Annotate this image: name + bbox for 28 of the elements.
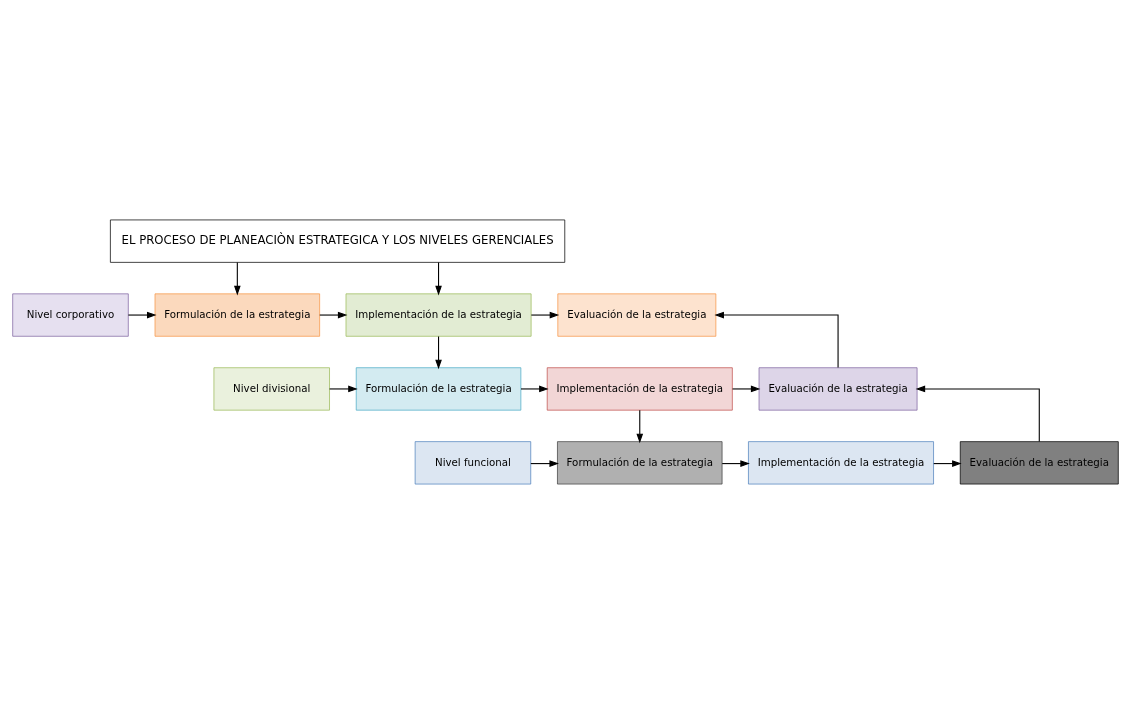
arrow <box>319 311 348 319</box>
arrow <box>520 385 549 393</box>
node-box: EL PROCESO DE PLANEACIÒN ESTRATEGICA Y LOS NIVELES GERENCIALES <box>110 219 566 263</box>
arrow <box>234 261 241 296</box>
arrow <box>435 335 442 370</box>
node-box: Evaluación de la estrategia <box>557 293 717 337</box>
node-box: Evaluación de la estrategia <box>758 367 918 411</box>
node-box: Implementación de la estrategia <box>546 367 733 411</box>
node-box: Implementación de la estrategia <box>345 293 532 337</box>
node-box: Formulación de la estrategia <box>154 293 320 337</box>
node-box: Nivel divisional <box>213 367 330 411</box>
node-box: Formulación de la estrategia <box>355 367 522 411</box>
arrow <box>721 460 750 467</box>
arrow <box>127 311 157 319</box>
arrow <box>732 385 761 393</box>
arrow <box>435 261 442 296</box>
arrow <box>915 385 1040 443</box>
node-box: Nivel corporativo <box>12 293 129 337</box>
arrow <box>530 460 559 467</box>
node-box: Evaluación de la estrategia <box>959 441 1119 485</box>
arrow <box>636 409 644 444</box>
arrow <box>714 311 839 369</box>
node-box: Implementación de la estrategia <box>748 441 934 485</box>
arrow <box>530 311 560 319</box>
node-box: Nivel funcional <box>414 441 532 485</box>
arrow <box>329 385 358 393</box>
node-box: Formulación de la estrategia <box>557 441 723 485</box>
arrow <box>933 460 962 467</box>
